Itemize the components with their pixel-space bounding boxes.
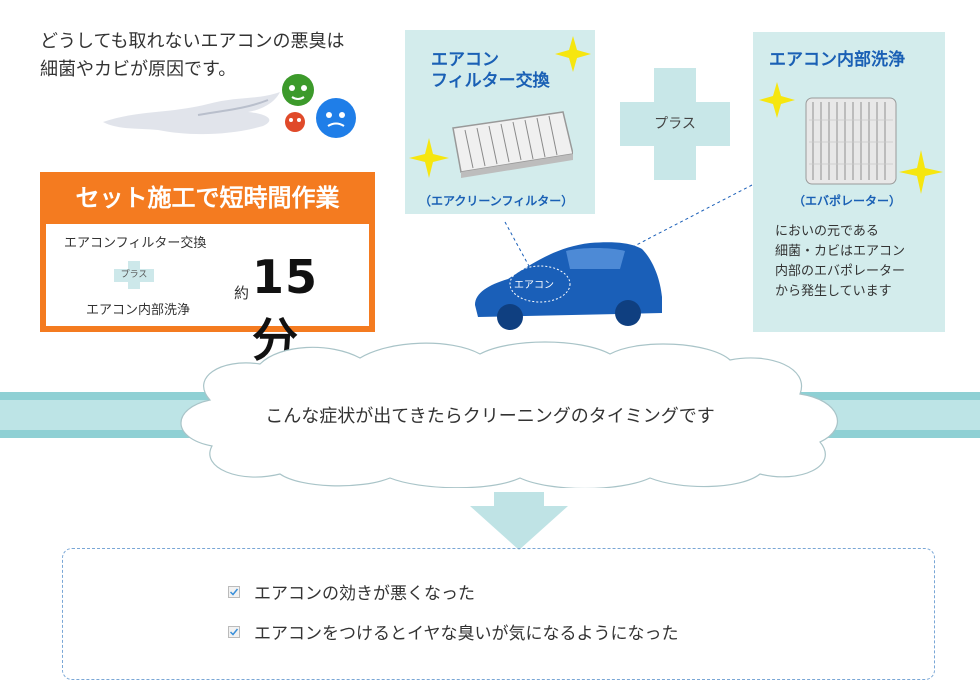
checkbox-icon <box>228 585 240 598</box>
evap-desc-line: においの元である <box>775 224 879 239</box>
checklist-item: エアコンをつけるとイヤな臭いが気になるようになった <box>228 619 679 644</box>
filter-panel: エアコン フィルター交換 （エアクリーンフィルター） <box>405 30 595 214</box>
intro-line-2: 細菌やカビが原因です。 <box>40 59 237 80</box>
air-filter-image <box>452 111 573 178</box>
car-illustration <box>475 242 662 330</box>
sparkle-icon <box>409 138 449 178</box>
filter-replacement-label: エアコンフィルター交換 <box>64 236 207 251</box>
set-service-title: セット施工で短時間作業 <box>75 184 340 212</box>
smell-wisp-icon <box>103 92 280 135</box>
checkbox-icon <box>228 625 240 638</box>
germ-icon-green <box>282 74 314 106</box>
germ-icon-red <box>285 112 305 132</box>
evap-desc-line: から発生しています <box>775 284 892 299</box>
set-service-box: セット施工で短時間作業 エアコンフィルター交換 プラス エアコン内部洗浄 約 1… <box>40 172 375 367</box>
down-arrow-icon <box>470 492 568 550</box>
set-service-detail: エアコンフィルター交換 プラス エアコン内部洗浄 約 15 分 <box>46 224 369 367</box>
small-plus-icon: プラス <box>114 261 154 289</box>
evaporator-image <box>805 97 897 185</box>
internal-cleaning-label: エアコン内部洗浄 <box>86 303 191 318</box>
evap-desc-line: 内部のエバポレーター <box>775 264 906 279</box>
intro-text: どうしても取れないエアコンの悪臭は 細菌やカビが原因です。 <box>40 28 345 84</box>
smell-germs-illustration <box>103 74 356 138</box>
filter-panel-title: エアコン フィルター交換 <box>431 50 550 92</box>
checklist-item-text: エアコンをつけるとイヤな臭いが気になるようになった <box>254 624 679 644</box>
sparkle-icon <box>899 150 943 194</box>
evaporator-panel-title: エアコン内部洗浄 <box>769 50 905 70</box>
evaporator-caption: （エバポレーター） <box>793 194 902 208</box>
germ-icon-blue <box>316 98 356 138</box>
cloud-shape <box>180 341 838 488</box>
evap-desc-line: 細菌・カビはエアコン <box>775 244 906 259</box>
filter-title-line-2: フィルター交換 <box>431 71 550 91</box>
checklist-item-text: エアコンの効きが悪くなった <box>254 584 475 604</box>
evaporator-description: においの元である 細菌・カビはエアコン 内部のエバポレーター から発生しています <box>775 222 905 302</box>
plus-label: プラス <box>654 116 696 132</box>
intro-line-1: どうしても取れないエアコンの悪臭は <box>40 31 345 52</box>
filter-title-line-1: エアコン <box>431 50 499 70</box>
filter-caption: （エアクリーンフィルター） <box>419 194 574 208</box>
checklist-item: エアコンの効きが悪くなった <box>228 579 475 604</box>
symptom-checklist: エアコンの効きが悪くなった エアコンをつけるとイヤな臭いが気になるようになった <box>62 548 935 680</box>
cloud-message: こんな症状が出てきたらクリーニングのタイミングです <box>265 406 715 427</box>
sparkle-icon <box>759 82 795 118</box>
evaporator-panel: エアコン内部洗浄 （エバポレーター） においの元である 細菌・カビはエアコン 内… <box>753 32 945 332</box>
plus-sign: プラス <box>620 68 730 180</box>
small-plus-label: プラス <box>120 270 148 280</box>
approx-label: 約 <box>234 284 250 302</box>
sparkle-icon <box>555 36 591 72</box>
car-aircon-label: エアコン <box>514 280 554 291</box>
